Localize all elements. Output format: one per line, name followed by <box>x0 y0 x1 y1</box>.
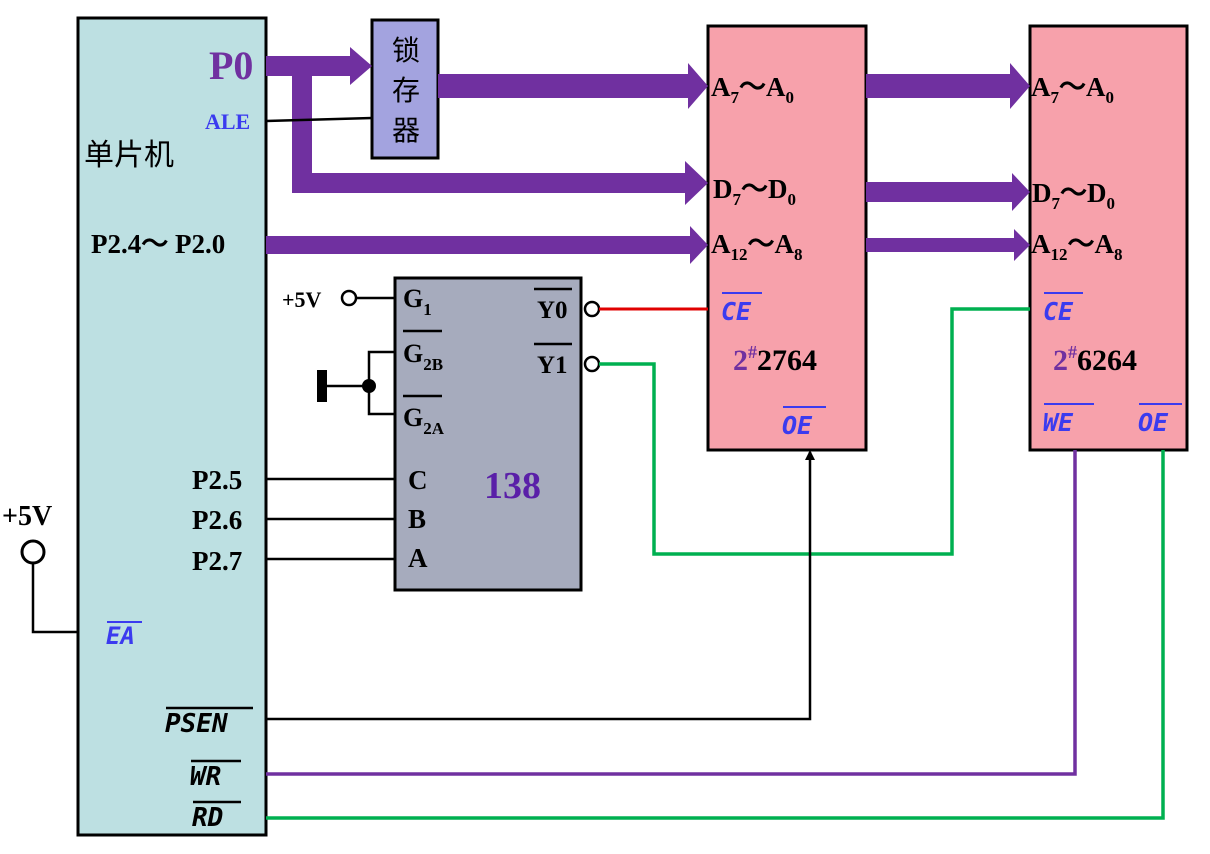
p26-label: P2.6 <box>192 505 242 535</box>
decoder-a: A <box>408 543 428 573</box>
wire-vcc-ea <box>31 563 78 634</box>
decoder-c: C <box>408 465 428 495</box>
ram-name: 2#6264 <box>1053 342 1137 377</box>
ram-data: D7～D0 <box>1032 178 1115 213</box>
ram-ce: CE <box>1043 297 1074 326</box>
decoder-y0: Y0 <box>537 297 568 324</box>
latch-block <box>370 18 440 160</box>
wr-label: WR <box>190 762 221 792</box>
eprom-ce: CE <box>721 297 752 326</box>
bus-eprom-ram-high <box>866 229 1030 261</box>
vcc-left-label: +5V <box>2 501 52 532</box>
eprom-name: 2#2764 <box>733 342 817 377</box>
ram-block <box>1028 24 1189 452</box>
decoder-g1: G1 <box>403 284 432 319</box>
eprom-data: D7～D0 <box>713 174 796 209</box>
decoder-g2a: G2A <box>403 403 445 438</box>
bus-latch-eprom-addr <box>438 63 708 109</box>
decoder-g2b: G2B <box>403 339 443 374</box>
ale-label: ALE <box>205 109 250 134</box>
ram-addr-high: A12～A8 <box>1031 229 1123 264</box>
p27-label: P2.7 <box>192 546 242 576</box>
ram-oe: OE <box>1138 408 1169 437</box>
vcc-decoder-terminal <box>340 289 358 307</box>
p2-low-label: P2.4～ P2.0 <box>91 229 225 259</box>
bus-p2-eprom <box>266 226 708 264</box>
decoder-b: B <box>408 504 426 534</box>
mcu-block <box>76 16 268 837</box>
wire-psen-oe <box>266 450 815 721</box>
wire-rd-oe <box>266 450 1165 820</box>
bus-p0-data <box>292 66 708 205</box>
ground-junction <box>362 379 376 393</box>
decoder-y1: Y1 <box>537 352 568 379</box>
latch-char-3: 器 <box>392 114 420 147</box>
bus-eprom-ram-addr <box>866 63 1030 109</box>
decoder-name: 138 <box>484 465 541 507</box>
eprom-block <box>706 24 868 452</box>
y0-output-bubble <box>583 300 601 318</box>
eprom-addr-low: A7～A0 <box>711 72 794 107</box>
ram-addr-low: A7～A0 <box>1031 72 1114 107</box>
mcu-label: 单片机 <box>84 138 174 173</box>
ground-symbol <box>317 370 327 402</box>
latch-char-1: 锁 <box>392 34 420 67</box>
p25-label: P2.5 <box>192 465 242 495</box>
wire-wr-we <box>266 450 1077 776</box>
ea-label: EA <box>106 622 135 650</box>
psen-label: PSEN <box>165 709 228 739</box>
eprom-addr-high: A12～A8 <box>711 229 803 264</box>
bus-eprom-ram-data <box>866 173 1030 211</box>
wire-y1-ce <box>599 307 1030 556</box>
wire-ale <box>265 116 373 123</box>
latch-char-2: 存 <box>392 74 420 107</box>
ram-we: WE <box>1043 408 1074 437</box>
vcc-left-terminal <box>20 539 46 565</box>
y1-output-bubble <box>583 355 601 373</box>
bus-p0-latch <box>266 47 372 85</box>
rd-label: RD <box>192 803 223 833</box>
bus-arrows <box>266 47 1030 264</box>
vcc-decoder-label: +5V <box>282 287 322 312</box>
eprom-oe: OE <box>782 411 813 440</box>
p0-label: P0 <box>209 43 253 88</box>
